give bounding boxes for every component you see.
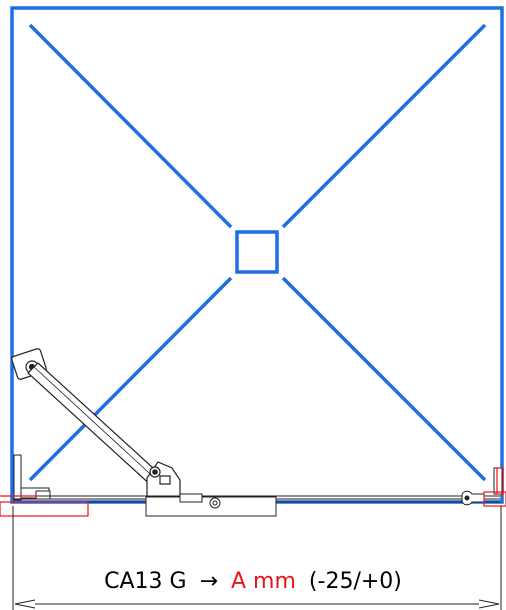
arm-bar — [27, 362, 165, 489]
handle-knob-outer — [209, 497, 221, 509]
glass-door-profile — [14, 493, 500, 517]
hinge-small — [179, 493, 203, 503]
stabilizer-arm — [11, 348, 181, 499]
shower-tray — [10, 6, 504, 504]
arrowhead-left — [14, 599, 36, 609]
red-tolerance-markers — [0, 467, 506, 517]
dimension-variable: A mm — [231, 569, 296, 594]
tray-slope-line-top-right — [281, 23, 487, 229]
tray-slope-line-bottom-left — [28, 276, 233, 482]
handle-knob-inner — [212, 500, 218, 506]
arrow-symbol: → — [200, 569, 218, 594]
dimension-code: CA13 G — [104, 569, 186, 594]
left-wall-profile — [13, 454, 51, 501]
left-red-offset — [0, 501, 89, 517]
drain-square — [235, 230, 279, 274]
dimension-line — [12, 506, 502, 610]
tray-slope-line-top-left — [28, 23, 233, 229]
right-red-offset — [483, 491, 506, 507]
dimension-label: CA13 G → A mm (-25/+0) — [104, 569, 402, 594]
dimension-tolerance: (-25/+0) — [309, 569, 402, 594]
arm-glass-clamp — [146, 461, 181, 499]
tray-slope-line-bottom-right — [281, 276, 487, 482]
arrowhead-right — [478, 599, 500, 609]
